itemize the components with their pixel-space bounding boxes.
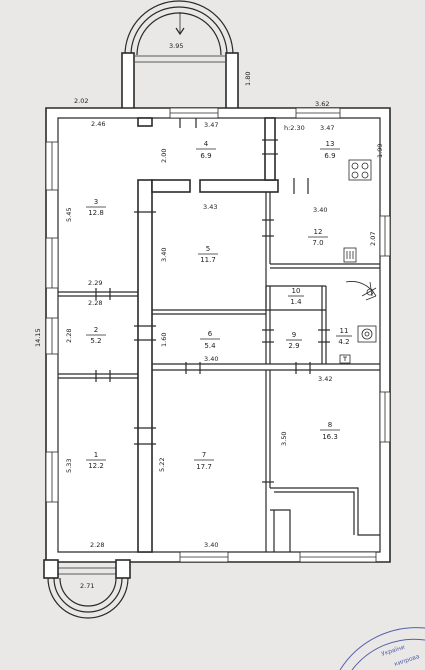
dim-room6-width: 3.40	[204, 355, 218, 363]
room-10-number: 10	[292, 287, 301, 295]
room-3-number: 3	[94, 198, 98, 206]
boiler-icon	[343, 247, 357, 263]
room-5-number: 5	[206, 245, 210, 253]
stamp-text-1: України	[380, 644, 405, 658]
dim-room1-height: 5.33	[65, 459, 73, 473]
dim-room3-bottom: 2.29	[88, 279, 102, 287]
room-8-area: 16.3	[322, 433, 338, 441]
room-9-number: 9	[292, 331, 296, 339]
dim-room4-width: 3.47	[204, 121, 218, 129]
dim-room12-width: 3.40	[313, 206, 327, 214]
dim-room7-height: 5.22	[158, 458, 166, 472]
dim-room13-width: 3.47	[320, 124, 334, 132]
room-11-number: 11	[340, 327, 349, 335]
dimension-labels: 3.95 1.80 2.02 3.62 2.46 3.47 h:2.30 3.4…	[34, 42, 384, 590]
dim-room8-width: 3.42	[318, 375, 332, 383]
dim-total-height: 14.15	[34, 328, 42, 347]
room-12-number: 12	[314, 228, 323, 236]
room-13-area: 6.9	[324, 152, 335, 160]
room-6-number: 6	[208, 330, 213, 338]
dim-room7-width: 3.40	[204, 541, 218, 549]
room-12-area: 7.0	[312, 239, 323, 247]
dim-room8-height: 3.50	[280, 432, 288, 446]
room-1-number: 1	[94, 451, 98, 459]
dim-ceiling-height: h:2.30	[284, 124, 305, 132]
fixtures	[339, 159, 377, 364]
dim-room6-height: 1.60	[160, 333, 168, 347]
room-11-area: 4.2	[338, 338, 349, 346]
room-6-area: 5.4	[204, 342, 216, 350]
dim-room4-height: 2.00	[160, 149, 168, 163]
dim-porch-bottom-width: 2.71	[80, 582, 94, 590]
room-labels: 1 12.2 2 5.2 3 12.8 4 6.9 5 11.7 6 5.4 7…	[86, 140, 352, 471]
stamp-text-2: кипрова	[393, 653, 420, 668]
dim-room2-height: 2.28	[65, 329, 73, 343]
bottom-porch	[43, 559, 131, 619]
shower-arc-icon	[345, 281, 377, 297]
dim-room2-top: 2.28	[88, 299, 102, 307]
room-2-number: 2	[94, 326, 98, 334]
room-13-number: 13	[326, 140, 335, 148]
room-9-area: 2.9	[288, 342, 299, 350]
room-2-area: 5.2	[90, 337, 101, 345]
room-8-number: 8	[328, 421, 332, 429]
official-stamp: України кипрова	[339, 627, 425, 670]
dim-room5-height: 3.40	[160, 248, 168, 262]
toilet-icon	[357, 325, 377, 343]
top-porch	[121, 0, 239, 111]
dim-top-left: 2.02	[74, 97, 88, 105]
dim-room13-height: 1.99	[376, 144, 384, 158]
room-4-area: 6.9	[200, 152, 211, 160]
windows	[45, 107, 391, 563]
room-10-area: 1.4	[290, 298, 302, 306]
dim-room3-width: 2.46	[91, 120, 105, 128]
interior-walls	[58, 117, 380, 553]
room-1-area: 12.2	[88, 462, 104, 470]
room-7-number: 7	[202, 451, 206, 459]
dim-top-right: 3.62	[315, 100, 329, 108]
room-7-area: 17.7	[196, 463, 212, 471]
room-3-area: 12.8	[88, 209, 104, 217]
dim-room12-height: 2.07	[369, 232, 377, 246]
dim-porch-top-depth: 1.80	[244, 72, 252, 86]
dim-porch-top-width: 3.95	[169, 42, 183, 50]
door-markers	[95, 118, 330, 483]
dim-room1-width: 2.28	[90, 541, 104, 549]
stove-icon	[348, 159, 372, 181]
sink-icon	[339, 354, 351, 364]
room-5-area: 11.7	[200, 256, 216, 264]
dim-room5-width: 3.43	[203, 203, 217, 211]
room-4-number: 4	[204, 140, 209, 148]
dim-room3-height: 5.45	[65, 208, 73, 222]
